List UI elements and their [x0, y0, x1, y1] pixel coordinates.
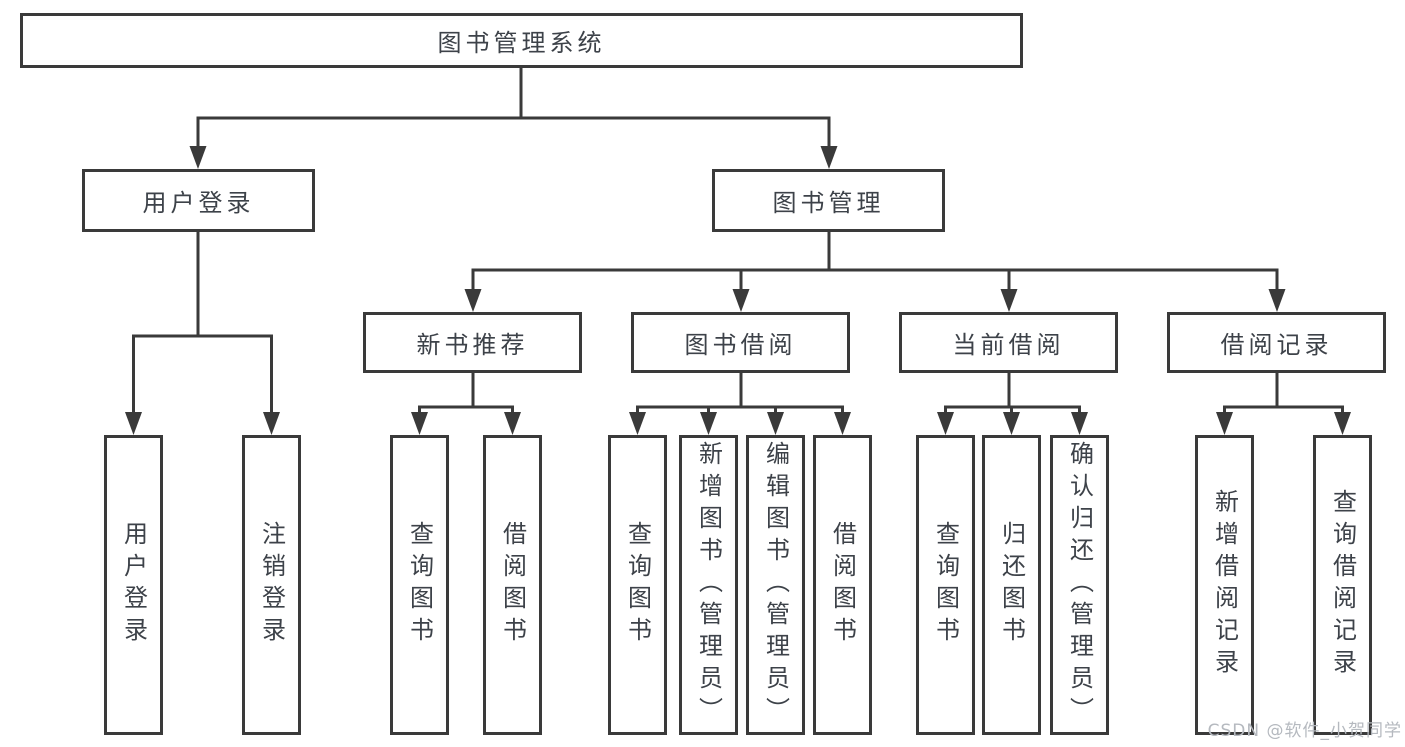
node-label: 用户登录 — [142, 189, 255, 217]
leaf-label: 查询图书 — [623, 521, 652, 649]
node-label: 图书管理 — [772, 189, 885, 217]
leaf-confirm-return-admin: 确认归还（管理员） — [1050, 435, 1109, 735]
node-book-management: 图书管理 — [712, 169, 945, 232]
leaf-add-borrow-record: 新增借阅记录 — [1195, 435, 1254, 735]
leaf-logout: 注销登录 — [242, 435, 301, 735]
node-new-book-recommendation: 新书推荐 — [363, 312, 582, 373]
leaf-add-book-admin: 新增图书（管理员） — [679, 435, 738, 735]
node-user-login: 用户登录 — [82, 169, 315, 232]
leaf-borrow-books: 借阅图书 — [813, 435, 872, 735]
node-book-borrowing: 图书借阅 — [631, 312, 850, 373]
leaf-label: 借阅图书 — [828, 521, 857, 649]
leaf-label: 新增借阅记录 — [1210, 489, 1239, 681]
csdn-watermark: CSDN @软件_小贺同学 — [1207, 721, 1402, 741]
node-label: 当前借阅 — [952, 331, 1065, 359]
leaf-query-borrow-record: 查询借阅记录 — [1313, 435, 1372, 735]
node-current-borrowing: 当前借阅 — [899, 312, 1118, 373]
leaf-label: 查询图书 — [405, 521, 434, 649]
node-borrowing-records: 借阅记录 — [1167, 312, 1386, 373]
leaf-label: 归还图书 — [997, 521, 1026, 649]
leaf-edit-book-admin: 编辑图书（管理员） — [746, 435, 805, 735]
leaf-return-books: 归还图书 — [982, 435, 1041, 735]
node-label: 图书借阅 — [684, 331, 797, 359]
leaf-label: 注销登录 — [257, 521, 286, 649]
node-label: 图书管理系统 — [437, 29, 606, 57]
leaf-query-books-recommend: 查询图书 — [390, 435, 449, 735]
leaf-label: 查询借阅记录 — [1328, 489, 1357, 681]
leaf-label: 用户登录 — [119, 521, 148, 649]
leaf-query-books-current: 查询图书 — [916, 435, 975, 735]
leaf-label: 编辑图书（管理员） — [761, 441, 790, 729]
leaf-label: 确认归还（管理员） — [1065, 441, 1094, 729]
node-library-management-system: 图书管理系统 — [20, 13, 1023, 68]
leaf-label: 查询图书 — [931, 521, 960, 649]
leaf-label: 借阅图书 — [498, 521, 527, 649]
leaf-query-books-borrow: 查询图书 — [608, 435, 667, 735]
node-label: 新书推荐 — [416, 331, 529, 359]
leaf-label: 新增图书（管理员） — [694, 441, 723, 729]
leaf-user-login: 用户登录 — [104, 435, 163, 735]
node-label: 借阅记录 — [1220, 331, 1333, 359]
leaf-borrow-books-recommend: 借阅图书 — [483, 435, 542, 735]
